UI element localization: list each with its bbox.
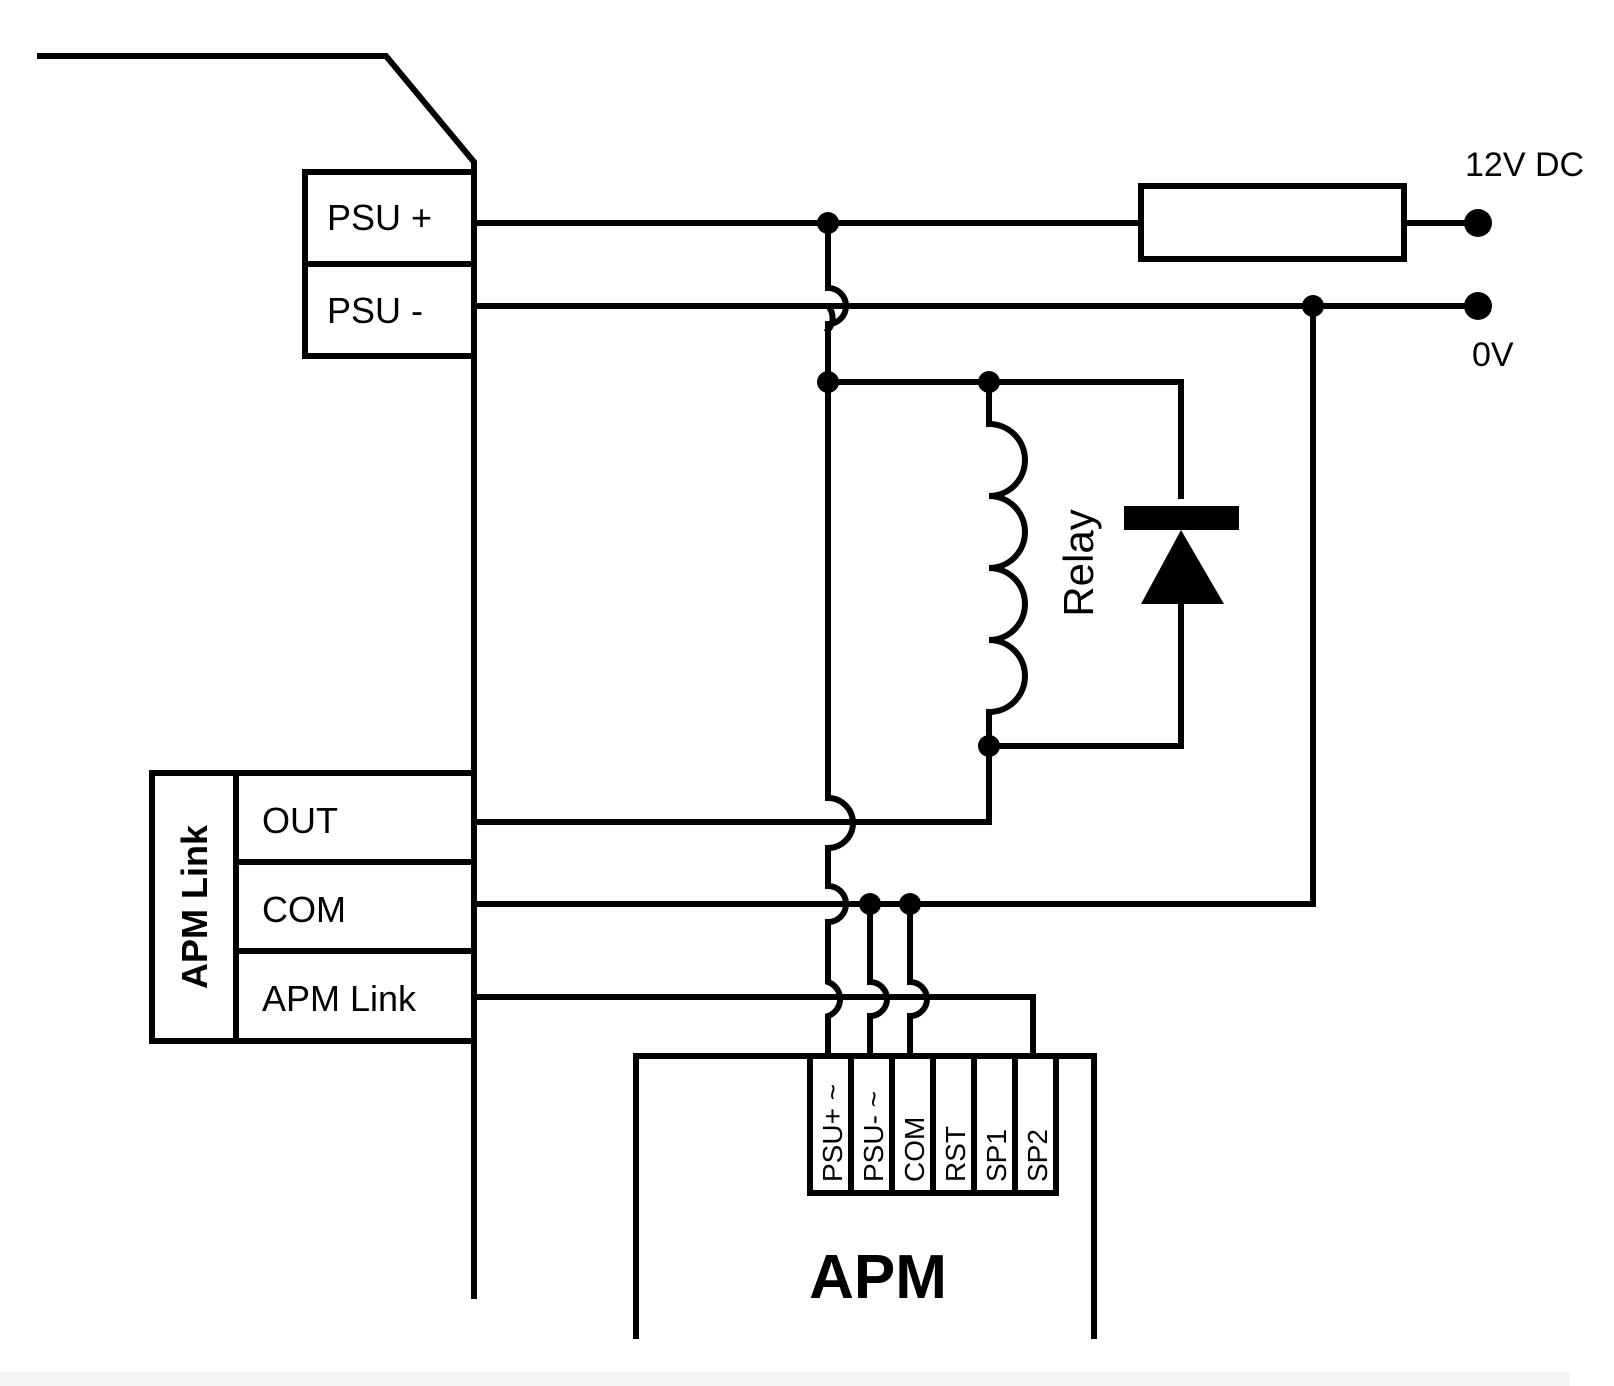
- panel-outline: [37, 53, 477, 1299]
- out-wire: [471, 743, 992, 825]
- terminal-com: COM: [899, 1117, 930, 1182]
- terminal-rst: RST: [940, 1126, 971, 1182]
- junction-0v: [1302, 295, 1324, 317]
- relay-top-rail: [825, 379, 1184, 499]
- psu-minus-wire: [471, 303, 1481, 335]
- junction-psu-plus: [817, 212, 839, 234]
- apm-link-wire: [471, 994, 1036, 1059]
- out-label: OUT: [262, 800, 338, 841]
- terminal-psu-minus: PSU- ~: [858, 1091, 889, 1182]
- diode-icon: [1141, 530, 1224, 604]
- terminal-sp2: SP2: [1022, 1129, 1053, 1182]
- terminal-sp1: SP1: [981, 1129, 1012, 1182]
- terminal-0v: [1464, 292, 1492, 320]
- com-drop-com: [907, 901, 930, 1059]
- diode-return: [986, 601, 1184, 749]
- fuse: [1138, 183, 1407, 262]
- com-drop-psu-minus: [867, 901, 890, 1059]
- apm-link-label: APM Link: [262, 978, 417, 1019]
- com-label: COM: [262, 889, 346, 930]
- supply-12v-label: 12V DC: [1465, 146, 1584, 184]
- diode-cathode-bar: [1124, 506, 1239, 530]
- psu-plus-bus: [825, 220, 856, 1059]
- apm-link-group-label: APM Link: [174, 824, 215, 989]
- relay-coil: [986, 379, 1028, 749]
- terminal-psu-plus: PSU+ ~: [817, 1084, 848, 1182]
- psu-minus-label: PSU -: [327, 290, 423, 331]
- terminal-12v: [1464, 209, 1492, 237]
- bottom-scroll-edge: [0, 1372, 1570, 1386]
- supply-0v-label: 0V: [1472, 336, 1514, 374]
- psu-plus-label: PSU +: [327, 197, 432, 238]
- apm-title: APM: [809, 1243, 947, 1312]
- relay-label: Relay: [1055, 509, 1102, 616]
